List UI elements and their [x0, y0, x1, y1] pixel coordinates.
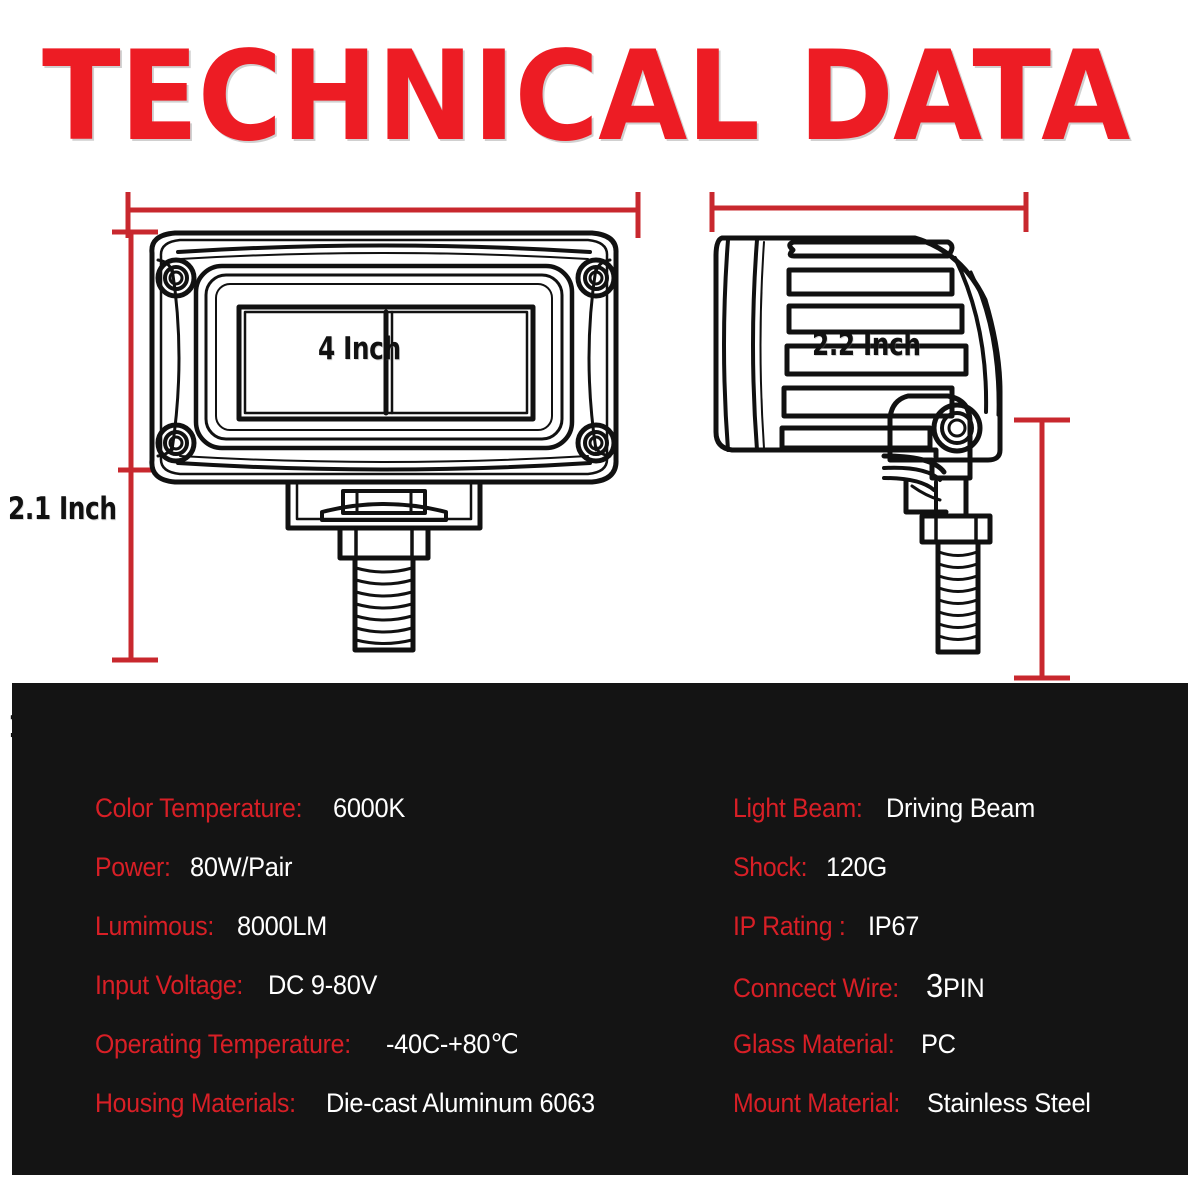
front-view-dimension-lines	[112, 192, 641, 663]
spec-value: 80W/Pair	[189, 852, 292, 882]
spec-label: Light Beam:	[733, 793, 863, 823]
spec-label: Power:	[95, 852, 171, 882]
spec-column-right: Light Beam: Driving Beam Shock: 120G IP …	[733, 779, 1173, 1133]
spec-label: Operating Temperature:	[95, 1029, 351, 1059]
spec-label: Conncect Wire:	[733, 973, 899, 1003]
spec-value: Driving Beam	[886, 793, 1036, 823]
spec-row: Conncect Wire: 3PIN	[733, 956, 1173, 1015]
spec-row: Lumimous: 8000LM	[95, 897, 715, 956]
spec-row: Housing Materials: Die-cast Aluminum 606…	[95, 1074, 715, 1133]
dimension-drawing-svg	[112, 192, 1070, 681]
spec-value: 6000K	[332, 793, 405, 823]
side-heatsink-fins	[779, 239, 969, 451]
spec-value: 3PIN	[925, 956, 985, 1018]
side-depth-dimension-label: 2.2 Inch	[812, 327, 921, 363]
spec-row: Color Temperature: 6000K	[95, 779, 715, 838]
spec-label: Lumimous:	[95, 911, 215, 941]
spec-value: Die-cast Aluminum 6063	[325, 1088, 595, 1118]
spec-label: Color Temperature:	[95, 793, 303, 823]
spec-label: Glass Material:	[733, 1029, 895, 1059]
side-view-drawing	[713, 235, 1003, 655]
spec-value-lead: 3	[925, 967, 943, 1004]
spec-value: DC 9-80V	[268, 970, 378, 1000]
spec-value-rest: PIN	[942, 973, 985, 1003]
spec-label: Input Voltage:	[95, 970, 244, 1000]
front-mount-bracket	[285, 479, 483, 653]
spec-label: IP Rating :	[733, 911, 846, 941]
side-mount-bracket	[881, 393, 983, 519]
spec-value: PC	[921, 1029, 956, 1059]
spec-value: 8000LM	[236, 911, 327, 941]
spec-value: IP67	[867, 911, 919, 941]
spec-row: Operating Temperature: -40C-+80℃	[95, 1015, 715, 1074]
spec-value: -40C-+80℃	[385, 1029, 519, 1059]
front-view-drawing	[149, 230, 619, 653]
spec-row: Light Beam: Driving Beam	[733, 779, 1173, 838]
spec-label: Shock:	[733, 852, 808, 882]
specifications-panel: Color Temperature: 6000K Power: 80W/Pair…	[12, 683, 1188, 1175]
spec-value: Stainless Steel	[927, 1088, 1091, 1118]
spec-row: Power: 80W/Pair	[95, 838, 715, 897]
spec-row: Input Voltage: DC 9-80V	[95, 956, 715, 1015]
product-dimension-diagram: 4 Inch 2.1 Inch 1.4 Inch 2.2 Inch 2 Inch	[0, 160, 1200, 756]
spec-row: IP Rating : IP67	[733, 897, 1173, 956]
front-width-dimension-label: 4 Inch	[318, 331, 401, 367]
spec-row: Glass Material: PC	[733, 1015, 1173, 1074]
spec-label: Housing Materials:	[95, 1088, 296, 1118]
front-height-dimension-label: 2.1 Inch	[8, 491, 117, 527]
spec-row: Shock: 120G	[733, 838, 1173, 897]
page-title: TECHNICAL DATA	[42, 25, 1130, 169]
side-view-dimension-lines	[709, 192, 1070, 681]
spec-row: Mount Material: Stainless Steel	[733, 1074, 1173, 1133]
spec-label: Mount Material:	[733, 1088, 901, 1118]
spec-column-left: Color Temperature: 6000K Power: 80W/Pair…	[95, 779, 715, 1133]
spec-value: 120G	[826, 852, 888, 882]
side-mount-bolt	[919, 513, 993, 655]
